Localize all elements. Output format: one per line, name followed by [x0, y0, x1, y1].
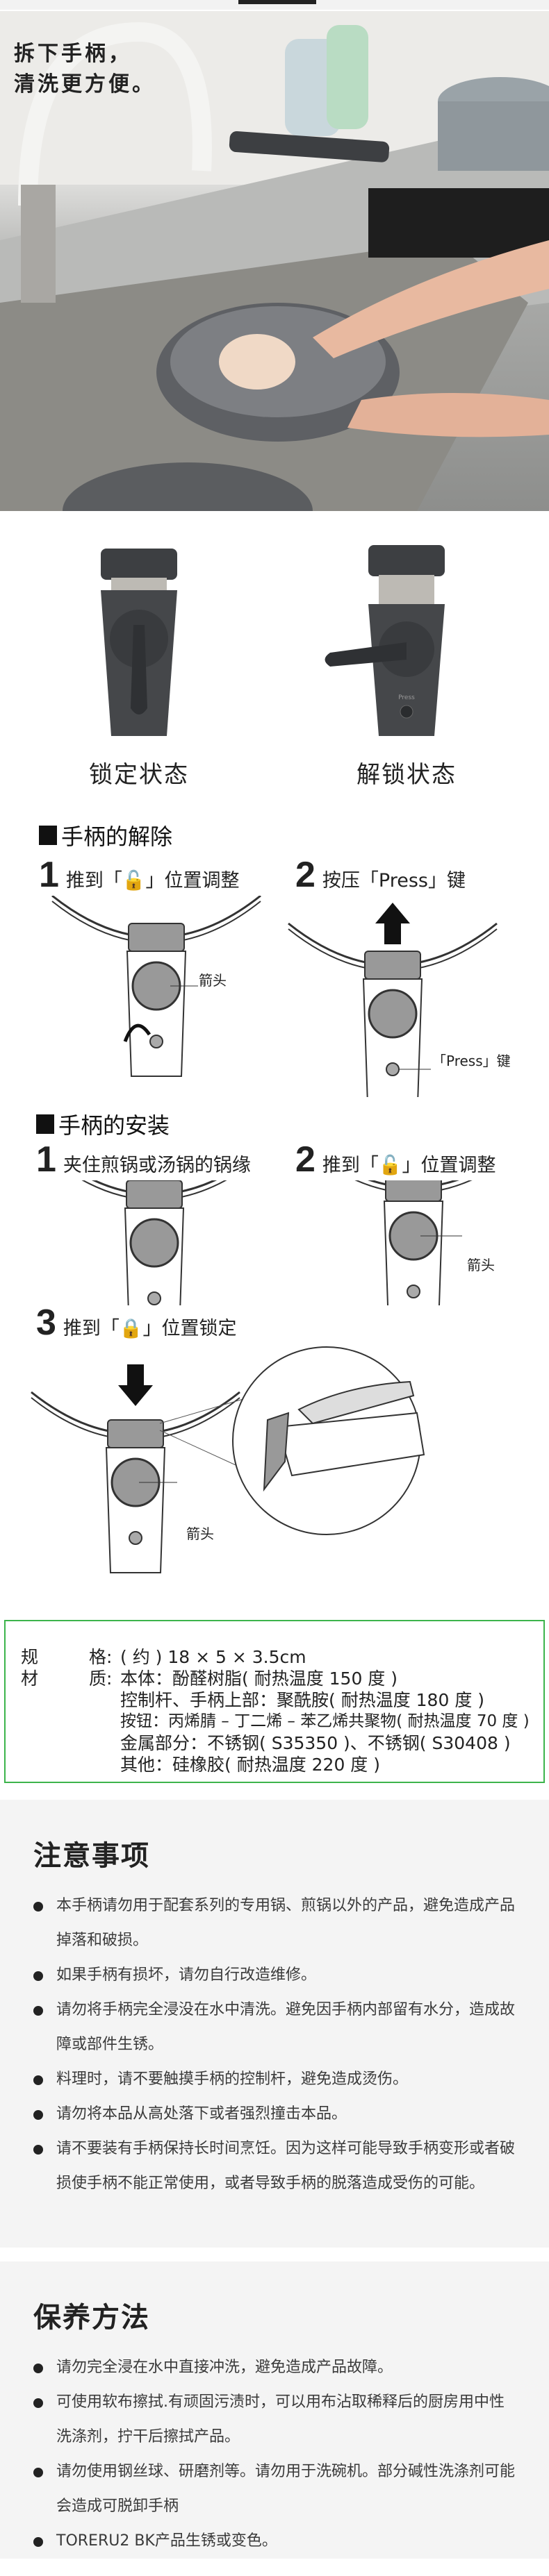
spec-label: 格:	[89, 1647, 113, 1667]
bullet-icon	[33, 2398, 43, 2408]
kitchen-sink-illustration	[0, 11, 549, 511]
spec-size-row: 规 格: ( 约 ) 18 × 5 × 3.5cm	[21, 1646, 543, 1668]
top-strip-tab	[238, 0, 316, 4]
install-step-1-diagram	[49, 1180, 260, 1305]
material-line: 金属部分：不锈钢( S35350 )、不锈钢( S30408 )	[120, 1733, 511, 1753]
install-step-2: 2 推到「🔓」位置调整	[295, 1139, 496, 1180]
material-line: 其他：硅橡胶( 耐热温度 220 度 )	[120, 1755, 381, 1775]
step-text: 按压「Press」键	[322, 870, 466, 892]
bullet-icon	[33, 2145, 43, 2155]
step-number: 1	[36, 1139, 56, 1180]
removal-step-2-diagram	[287, 903, 498, 1097]
square-bullet-icon	[39, 826, 57, 845]
locked-handle-photo	[101, 549, 177, 736]
bullet-icon	[33, 2006, 43, 2016]
note-text: 如果手柄有损坏，请勿自行改造维修。	[56, 1966, 317, 1984]
care-text: 请勿完全浸在水中直接冲洗，避免造成产品故障。	[56, 2359, 393, 2376]
note-text: 料理时，请不要触摸手柄的控制杆，避免造成烫伤。	[56, 2071, 409, 2088]
up-arrow-icon	[375, 903, 410, 944]
spec-box: 规 格: ( 约 ) 18 × 5 × 3.5cm 材 质: 本体：酚醛树脂( 耐热温…	[4, 1620, 545, 1783]
removal-section-title: 手柄的解除	[39, 819, 172, 851]
install-title-text: 手柄的安装	[58, 1112, 170, 1139]
note-item: 本手柄请勿用于配套系列的专用锅、煎锅以外的产品，避免造成产品掉落和破损。	[33, 1889, 518, 1958]
unlocked-state-label: 解锁状态	[357, 761, 457, 789]
step-number: 1	[39, 855, 59, 895]
care-title: 保养方法	[33, 2302, 150, 2334]
install-step-1: 1 夹住煎锅或汤锅的锅缘	[36, 1139, 251, 1180]
note-text: 请不要装有手柄保持长时间烹饪。因为这样可能导致手柄变形或者破损使手柄不能正常使用…	[56, 2140, 516, 2192]
down-arrow-icon	[118, 1364, 153, 1406]
spec-label: 规	[21, 1647, 39, 1667]
step-text: 推到「🔓」位置调整	[65, 870, 240, 892]
hero-caption: 拆下手柄， 清洗更方便。	[14, 39, 156, 100]
note-text: 请勿将手柄完全浸没在水中清洗。避免因手柄内部留有水分，造成故障或部件生锈。	[56, 2001, 516, 2053]
spec-label: 质:	[89, 1668, 113, 1689]
spec-label: 材	[21, 1668, 39, 1689]
bullet-icon	[33, 1971, 43, 1981]
step-text: 夹住煎锅或汤锅的锅缘	[63, 1155, 251, 1176]
material-line: 控制杆、手柄上部：聚酰胺( 耐热温度 180 度 )	[120, 1690, 485, 1710]
removal-step-1-diagram	[51, 896, 262, 1078]
step-number: 2	[295, 855, 316, 895]
note-item: 请不要装有手柄保持长时间烹饪。因为这样可能导致手柄变形或者破损使手柄不能正常使用…	[33, 2132, 518, 2201]
notes-title: 注意事项	[33, 1840, 150, 1872]
top-strip	[0, 0, 549, 10]
note-item: 请勿将手柄完全浸没在水中清洗。避免因手柄内部留有水分，造成故障或部件生锈。	[33, 1993, 518, 2062]
care-item: 请勿使用钢丝球、研磨剂等。请勿用于洗碗机。部分碱性洗涤剂可能会造成可脱卸手柄	[33, 2454, 518, 2524]
material-line: 按钮：丙烯腈 – 丁二烯 – 苯乙烯共聚物( 耐热温度 70 度 )	[120, 1712, 530, 1730]
handle-state-photos: Press	[101, 545, 445, 736]
press-button-callout: 「Press」键	[432, 1053, 511, 1069]
install-diagrams-top	[49, 1180, 519, 1305]
care-text: TORERU2 BK产品生锈或变色。	[56, 2532, 277, 2550]
bullet-icon	[33, 2537, 43, 2547]
bullet-icon	[33, 2075, 43, 2085]
arrow-callout: 箭头	[199, 972, 227, 989]
bullet-icon	[33, 2468, 43, 2477]
care-section: 保养方法 请勿完全浸在水中直接冲洗，避免造成产品故障。 可使用软布擦拭.有顽固污…	[0, 2261, 549, 2559]
removal-step-1: 1 推到「🔓」位置调整	[39, 854, 240, 896]
care-item: 请勿完全浸在水中直接冲洗，避免造成产品故障。	[33, 2350, 518, 2385]
square-bullet-icon	[36, 1114, 54, 1134]
spec-material-row: 材 质: 本体：酚醛树脂( 耐热温度 150 度 ) 控制杆、手柄上部：聚酰胺( …	[21, 1668, 543, 1775]
hero-caption-line: 清洗更方便。	[14, 72, 156, 97]
note-text: 请勿将本品从高处落下或者强烈撞击本品。	[56, 2105, 347, 2123]
removal-diagrams	[51, 896, 498, 1097]
install-step-3: 3 推到「🔒」位置锁定	[36, 1302, 237, 1344]
bullet-icon	[33, 1902, 43, 1912]
step-text: 推到「🔒」位置锁定	[63, 1318, 237, 1339]
care-item: TORERU2 BK产品生锈或变色。	[33, 2524, 518, 2559]
locked-state-label: 锁定状态	[89, 761, 189, 789]
step-number: 2	[295, 1139, 316, 1180]
arrow-callout: 箭头	[186, 1525, 214, 1542]
bullet-icon	[33, 2110, 43, 2120]
note-item: 料理时，请不要触摸手柄的控制杆，避免造成烫伤。	[33, 2062, 518, 2097]
bullet-icon	[33, 2364, 43, 2373]
note-text: 本手柄请勿用于配套系列的专用锅、煎锅以外的产品，避免造成产品掉落和破损。	[56, 1897, 516, 1949]
install-section-title: 手柄的安装	[36, 1108, 170, 1140]
step-text: 推到「🔓」位置调整	[322, 1155, 496, 1176]
install-step-2-diagram	[308, 1180, 519, 1305]
removal-title-text: 手柄的解除	[61, 823, 173, 850]
care-item: 可使用软布擦拭.有顽固污渍时，可以用布沾取稀释后的厨房用中性洗涤剂，拧干后擦拭产…	[33, 2385, 518, 2454]
hero-caption-line: 拆下手柄，	[14, 42, 132, 66]
removal-step-2: 2 按压「Press」键	[295, 854, 466, 896]
spec-size-value: ( 约 ) 18 × 5 × 3.5cm	[120, 1647, 306, 1667]
material-line: 本体：酚醛树脂( 耐热温度 150 度 )	[120, 1668, 398, 1689]
press-mark: Press	[398, 694, 415, 701]
hero-photo: 拆下手柄， 清洗更方便。	[0, 11, 549, 511]
care-text: 请勿使用钢丝球、研磨剂等。请勿用于洗碗机。部分碱性洗涤剂可能会造成可脱卸手柄	[56, 2463, 516, 2515]
rotate-arrow-icon	[123, 1023, 151, 1042]
step-number: 3	[36, 1303, 56, 1343]
note-item: 如果手柄有损坏，请勿自行改造维修。	[33, 1958, 518, 1993]
unlocked-handle-photo: Press	[325, 545, 445, 736]
arrow-callout: 箭头	[467, 1257, 495, 1273]
care-text: 可使用软布擦拭.有顽固污渍时，可以用布沾取稀释后的厨房用中性洗涤剂，拧干后擦拭产…	[56, 2393, 505, 2445]
install-step-3-diagram	[30, 1346, 425, 1574]
note-item: 请勿将本品从高处落下或者强烈撞击本品。	[33, 2097, 518, 2132]
notes-section: 注意事项 本手柄请勿用于配套系列的专用锅、煎锅以外的产品，避免造成产品掉落和破损…	[0, 1800, 549, 2248]
